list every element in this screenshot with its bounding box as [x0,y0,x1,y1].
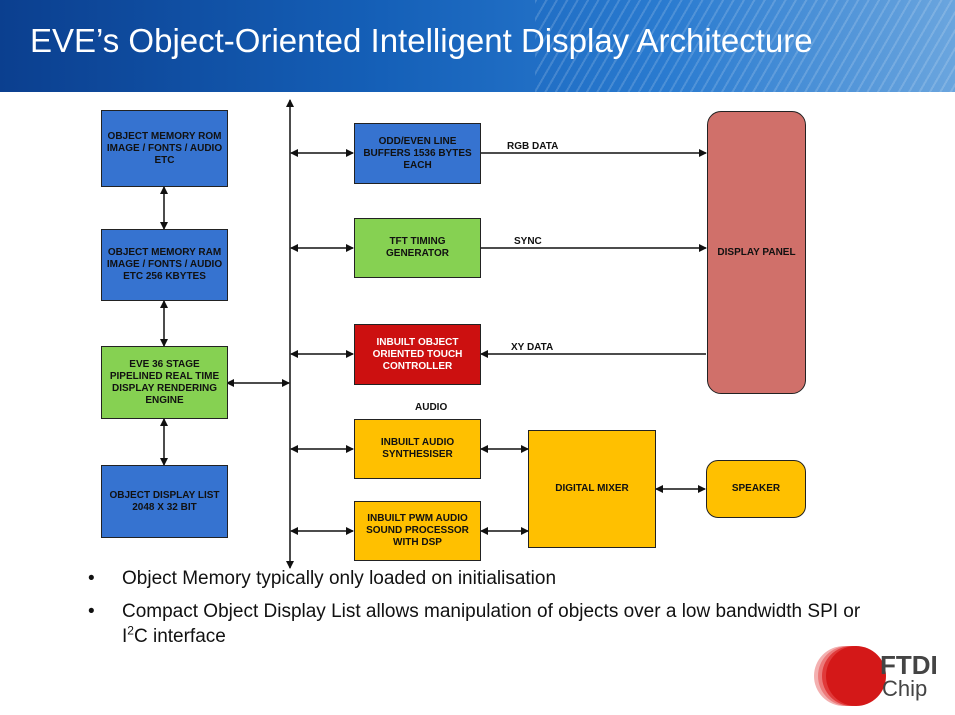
touch-controller-box: INBUILT OBJECT ORIENTED TOUCH CONTROLLER [354,324,481,385]
ftdi-logo-icon [814,646,886,706]
bullet-item: • Object Memory typically only loaded on… [88,566,878,591]
bullet-dot: • [88,568,95,589]
bullet-list: • Object Memory typically only loaded on… [88,566,878,657]
bullet-item: • Compact Object Display List allows man… [88,599,878,649]
sync-label: SYNC [514,236,542,247]
speaker-box: SPEAKER [706,460,806,518]
audio-synth-box: INBUILT AUDIO SYNTHESISER [354,419,481,479]
ram-memory-box: OBJECT MEMORY RAM IMAGE / FONTS / AUDIO … [101,229,228,301]
tft-timing-box: TFT TIMING GENERATOR [354,218,481,278]
bullet-superscript: 2 [127,623,134,638]
title-bar-pattern [535,0,955,92]
rgb-data-label: RGB DATA [507,141,559,152]
logo-text-ftdi: FTDI [880,650,938,680]
display-list-box: OBJECT DISPLAY LIST 2048 X 32 BIT [101,465,228,538]
bullet-text-end: C interface [133,626,226,647]
rom-memory-box: OBJECT MEMORY ROM IMAGE / FONTS / AUDIO … [101,110,228,187]
rendering-engine-box: EVE 36 STAGE PIPELINED REAL TIME DISPLAY… [101,346,228,419]
xy-data-label: XY DATA [511,342,554,353]
title-bar: EVE’s Object-Oriented Intelligent Displa… [0,0,955,92]
line-buffers-box: ODD/EVEN LINE BUFFERS 1536 BYTES EACH [354,123,481,184]
digital-mixer-box: DIGITAL MIXER [528,430,656,548]
audio-label: AUDIO [415,402,448,413]
bullet-dot: • [88,601,95,622]
logo-text-chip: Chip [882,676,928,701]
slide-title: EVE’s Object-Oriented Intelligent Displa… [30,22,813,59]
pwm-audio-box: INBUILT PWM AUDIO SOUND PROCESSOR WITH D… [354,501,481,561]
bullet-text: Object Memory typically only loaded on i… [122,568,557,589]
display-panel-box: DISPLAY PANEL [707,111,806,394]
bullet-text: Compact Object Display List allows manip… [122,601,861,647]
